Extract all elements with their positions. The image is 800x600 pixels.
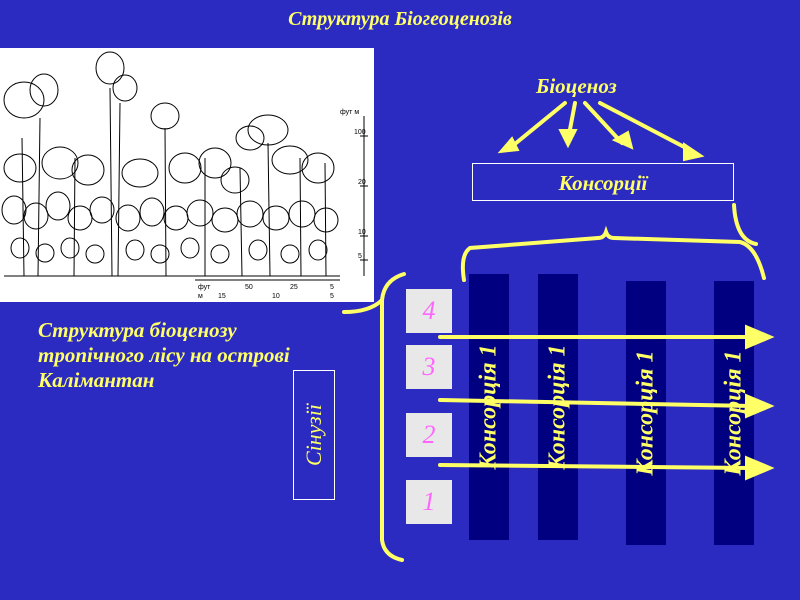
consortium-column: Консорція 1 [626,281,666,545]
layer-number: 3 [406,345,452,389]
axis-tick: 5 [330,284,334,291]
arrow-head [558,129,578,149]
layer-number: 2 [406,413,452,457]
biocenoz-arrow [583,101,624,145]
axis-tick: 25 [290,284,298,291]
arrow-head [497,136,520,154]
arrow-head [611,130,634,150]
forest-drawing: фут м 100 20 10 5 фут 50 25 5 м 15 10 5 [1,51,368,300]
consortium-column: Консорція 1 [469,274,509,540]
consortia-brace [460,225,766,282]
axis-tick: фут [198,284,211,291]
sinuzii-bracket [380,272,406,562]
axis-tick: м [198,293,203,300]
layer-number: 4 [406,289,452,333]
consortium-column: Консорція 1 [538,274,578,540]
axis-tick: 20 [358,179,366,186]
axis-tick: 50 [245,284,253,291]
description-text: Структура біоценозу тропічного лісу на о… [38,318,290,392]
arrow-head [745,455,775,481]
layer-arrow [438,398,754,408]
axis-tick: 15 [218,293,226,300]
axis-label: фут м [340,109,359,116]
page-title: Структура Біогеоценозів [288,8,512,30]
axis-tick: 100 [354,129,366,136]
sinuzii-bracket-tip [342,298,384,314]
consortia-box: Консорції [472,163,734,201]
axis-tick: 10 [358,229,366,236]
biocenoz-label: Біоценоз [536,74,617,98]
biocenoz-arrow [598,101,692,152]
axis-tick: 5 [330,293,334,300]
layer-arrow [438,463,754,470]
forest-profile-figure: фут м 100 20 10 5 фут 50 25 5 м 15 10 5 [0,48,374,302]
arrow-head [745,324,775,350]
arrow-head [745,393,775,419]
arrow-head [683,142,705,162]
axis-tick: 10 [272,293,280,300]
axis-tick: 5 [358,253,362,260]
sinuzii-box: Сінузії [293,370,335,500]
layer-number: 1 [406,480,452,524]
biocenoz-arrow [508,101,567,150]
consortia-brace-tip [732,203,758,246]
